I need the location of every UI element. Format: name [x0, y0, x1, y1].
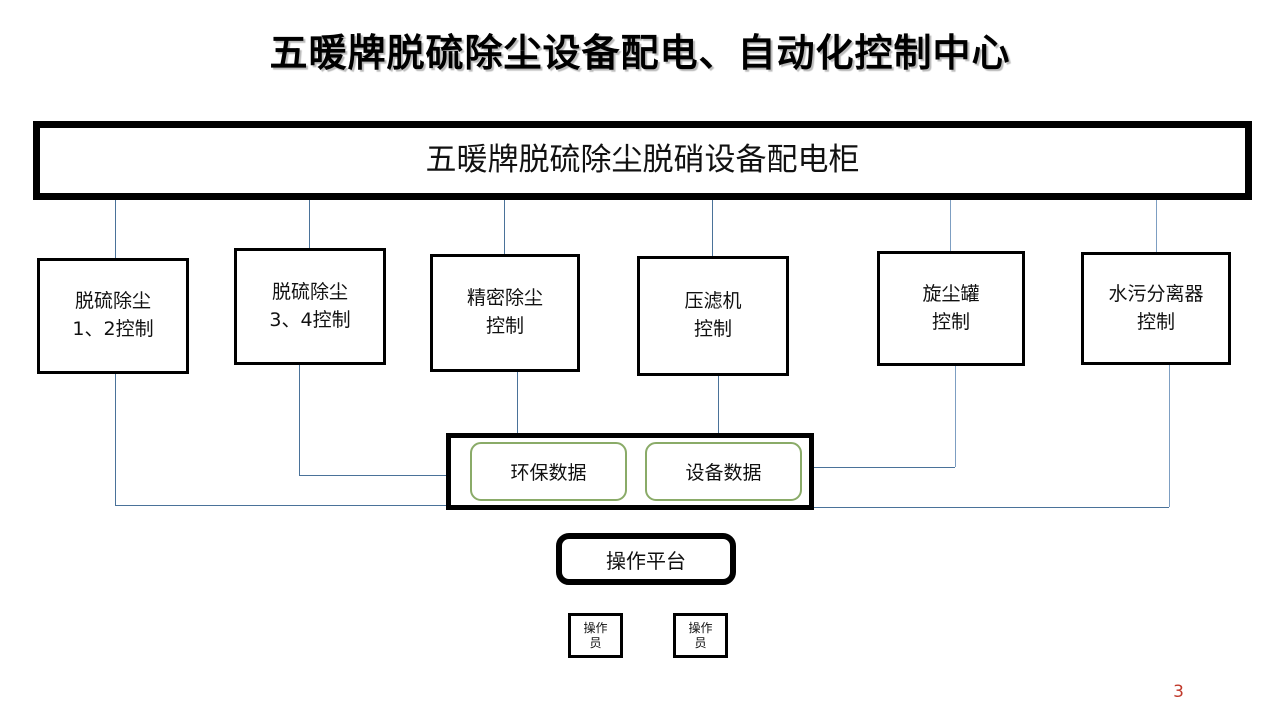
control-box-line2: 控制 — [931, 310, 970, 333]
operator-box-1[interactable]: 操作 员 — [568, 613, 623, 658]
control-box-desulfurization-dedusting-1-2[interactable]: 脱硫除尘 1、2控制 — [37, 258, 189, 374]
control-box-label: 旋尘罐 控制 — [922, 281, 979, 336]
control-box-line2: 控制 — [485, 315, 524, 337]
control-box-line1: 脱硫除尘 — [74, 290, 151, 313]
control-box-line2: 控制 — [1136, 310, 1175, 333]
connector-ctrl-1-run — [115, 505, 455, 506]
page-number: 3 — [1173, 682, 1184, 702]
main-cabinet-label: 五暖牌脱硫除尘脱硝设备配电柜 — [425, 142, 860, 179]
connector-ctrl-5-run — [770, 467, 955, 468]
control-box-precision-dedusting[interactable]: 精密除尘 控制 — [430, 254, 580, 372]
connector-ctrl-2-run — [299, 475, 549, 476]
connector-ctrl-1-drop — [115, 374, 116, 505]
control-box-line1: 精密除尘 — [466, 287, 543, 310]
data-pill-label: 环保数据 — [510, 462, 587, 484]
operator-line2: 员 — [694, 635, 707, 650]
control-box-water-sludge-separator[interactable]: 水污分离器 控制 — [1081, 252, 1231, 365]
connector-cabinet-to-ctrl-3 — [504, 199, 505, 255]
data-pill-environmental[interactable]: 环保数据 — [470, 442, 627, 501]
connector-ctrl-6-run — [812, 507, 1169, 508]
control-box-label: 脱硫除尘 3、4控制 — [269, 279, 350, 334]
control-box-line1: 脱硫除尘 — [271, 280, 348, 303]
control-box-label: 水污分离器 控制 — [1108, 281, 1203, 336]
operation-platform-box[interactable]: 操作平台 — [556, 533, 736, 585]
connector-cabinet-to-ctrl-2 — [309, 199, 310, 249]
operator-line1: 操作 — [583, 620, 608, 635]
page-title: 五暖牌脱硫除尘设备配电、自动化控制中心 — [269, 31, 1011, 75]
operator-line1: 操作 — [688, 620, 713, 635]
control-box-label: 精密除尘 控制 — [467, 285, 543, 340]
operation-platform-label: 操作平台 — [606, 548, 686, 573]
control-box-line1: 旋尘罐 — [922, 282, 980, 305]
connector-cabinet-to-ctrl-5 — [950, 199, 951, 252]
connector-ctrl-2-drop — [299, 365, 300, 475]
control-box-line2: 1、2控制 — [72, 318, 154, 340]
control-box-line2: 3、4控制 — [269, 308, 351, 331]
control-box-cyclone-tank[interactable]: 旋尘罐 控制 — [877, 251, 1025, 366]
connector-cabinet-to-ctrl-1 — [115, 199, 116, 259]
connector-ctrl-4-drop — [718, 376, 719, 472]
control-box-line1: 压滤机 — [684, 290, 742, 313]
main-cabinet-box[interactable]: 五暖牌脱硫除尘脱硝设备配电柜 — [33, 121, 1252, 200]
control-box-filter-press[interactable]: 压滤机 控制 — [637, 256, 789, 376]
control-box-line2: 控制 — [693, 318, 732, 340]
operator-box-2[interactable]: 操作 员 — [673, 613, 728, 658]
data-pill-equipment[interactable]: 设备数据 — [645, 442, 802, 501]
connector-cabinet-to-ctrl-6 — [1156, 199, 1157, 253]
control-box-label: 压滤机 控制 — [684, 288, 741, 343]
connector-ctrl-3-drop — [517, 372, 518, 450]
connector-ctrl-6-drop — [1169, 365, 1170, 507]
connector-cabinet-to-ctrl-4 — [712, 199, 713, 257]
data-pill-label: 设备数据 — [685, 462, 762, 484]
control-box-label: 脱硫除尘 1、2控制 — [72, 288, 153, 343]
operator-line2: 员 — [589, 635, 602, 650]
connector-ctrl-5-drop — [955, 366, 956, 467]
control-box-line1: 水污分离器 — [1108, 282, 1204, 305]
control-box-desulfurization-dedusting-3-4[interactable]: 脱硫除尘 3、4控制 — [234, 248, 386, 365]
